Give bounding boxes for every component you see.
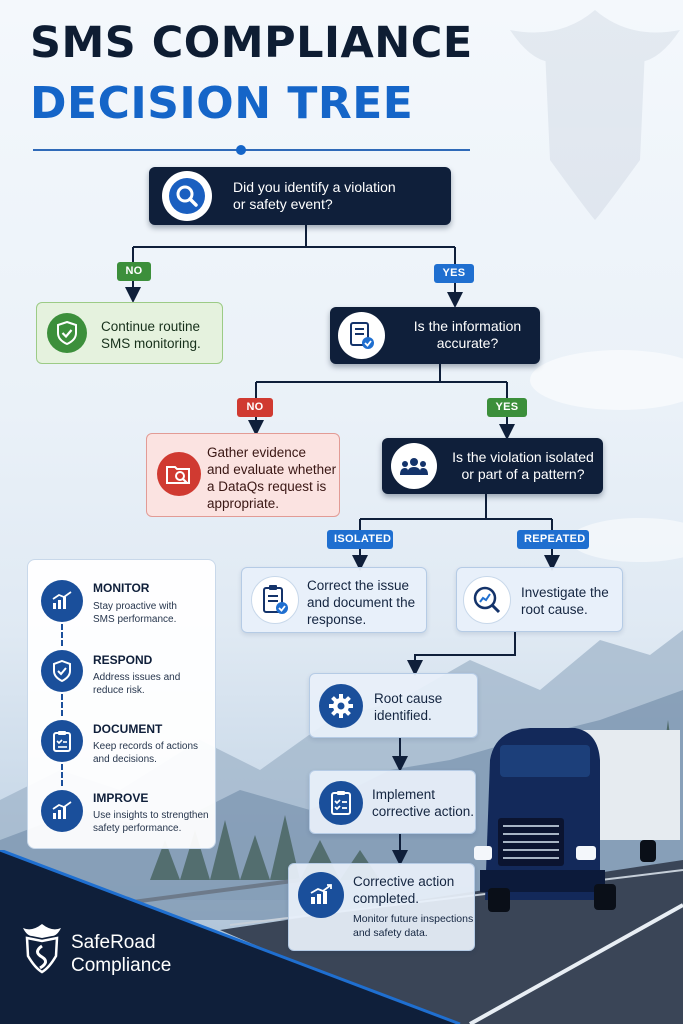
outcome-gather-evidence: Gather evidence and evaluate whether a D… — [146, 433, 340, 517]
step-root-cause-text: Root cause identified. — [374, 691, 443, 723]
legend-connector — [61, 764, 63, 786]
search-icon — [162, 171, 212, 221]
outcome-continue-monitoring: Continue routine SMS monitoring. — [36, 302, 223, 364]
page-title-line-1: SMS COMPLIANCE — [30, 18, 473, 68]
gear-icon — [319, 684, 363, 728]
outcome-investigate-root-cause: Investigate the root cause. — [456, 567, 623, 632]
checklist-icon — [319, 781, 363, 825]
legend-monitor-title: MONITOR — [93, 581, 150, 595]
document-check-icon — [338, 312, 385, 359]
brand-name-line-2: Compliance — [71, 955, 172, 976]
truck-illustration — [474, 728, 680, 912]
no-tag: NO — [237, 398, 273, 417]
step-completed-title: Corrective action completed. — [353, 874, 455, 906]
watermark-logo — [510, 10, 680, 220]
question-3-text: Is the violation isolated or part of a p… — [452, 449, 594, 482]
shield-check-icon — [47, 313, 87, 353]
question-1-text: Did you identify a violation or safety e… — [233, 179, 396, 212]
question-isolated-or-pattern: Is the violation isolated or part of a p… — [382, 438, 603, 494]
magnifier-chart-icon — [463, 576, 511, 624]
yes-tag: YES — [434, 264, 474, 283]
page-title-line-2: DECISION TREE — [30, 78, 414, 129]
title-divider-dot — [236, 145, 246, 155]
legend-panel: MONITOR Stay proactive with SMS performa… — [27, 559, 216, 849]
chart-icon — [41, 580, 83, 622]
title-divider — [33, 149, 470, 151]
outcome-investigate-text: Investigate the root cause. — [521, 585, 609, 617]
repeated-tag: REPEATED — [517, 530, 589, 549]
brand-name-line-1: SafeRoad — [71, 932, 156, 953]
chart-icon — [298, 872, 344, 918]
question-information-accurate: Is the information accurate? — [330, 307, 540, 364]
clipboard-icon — [41, 720, 83, 762]
legend-improve-title: IMPROVE — [93, 791, 149, 805]
legend-document-title: DOCUMENT — [93, 722, 163, 736]
yes-tag: YES — [487, 398, 527, 417]
legend-improve-desc: Use insights to strengthen safety perfor… — [93, 810, 209, 834]
brand-logo — [22, 924, 62, 974]
chart-icon — [41, 790, 83, 832]
people-group-icon — [391, 443, 437, 489]
outcome-continue-text: Continue routine SMS monitoring. — [101, 319, 201, 351]
no-tag: NO — [117, 262, 151, 281]
question-violation-identified: Did you identify a violation or safety e… — [149, 167, 451, 225]
footer-brand-band — [0, 850, 461, 1024]
clipboard-check-icon — [251, 576, 299, 624]
step-implement-corrective-action: Implement corrective action. — [309, 770, 476, 834]
outcome-gather-text: Gather evidence and evaluate whether a D… — [207, 445, 337, 511]
isolated-tag: ISOLATED — [327, 530, 393, 549]
step-root-cause-identified: Root cause identified. — [309, 673, 478, 738]
step-completed-subtext: Monitor future inspections and safety da… — [353, 913, 474, 939]
legend-document-desc: Keep records of actions and decisions. — [93, 741, 199, 765]
folder-search-icon — [157, 452, 201, 496]
step-implement-text: Implement corrective action. — [372, 787, 475, 819]
outcome-correct-and-document: Correct the issue and document the respo… — [241, 567, 427, 633]
legend-respond-title: RESPOND — [93, 653, 153, 667]
question-2-text: Is the information accurate? — [413, 318, 522, 351]
outcome-correct-text: Correct the issue and document the respo… — [307, 578, 416, 627]
shield-icon — [41, 650, 83, 692]
legend-respond-desc: Address issues and reduce risk. — [93, 672, 181, 696]
legend-monitor-desc: Stay proactive with SMS performance. — [93, 601, 177, 625]
step-corrective-action-completed: Corrective action completed. Monitor fut… — [288, 863, 475, 951]
legend-connector — [61, 624, 63, 646]
legend-connector — [61, 694, 63, 716]
